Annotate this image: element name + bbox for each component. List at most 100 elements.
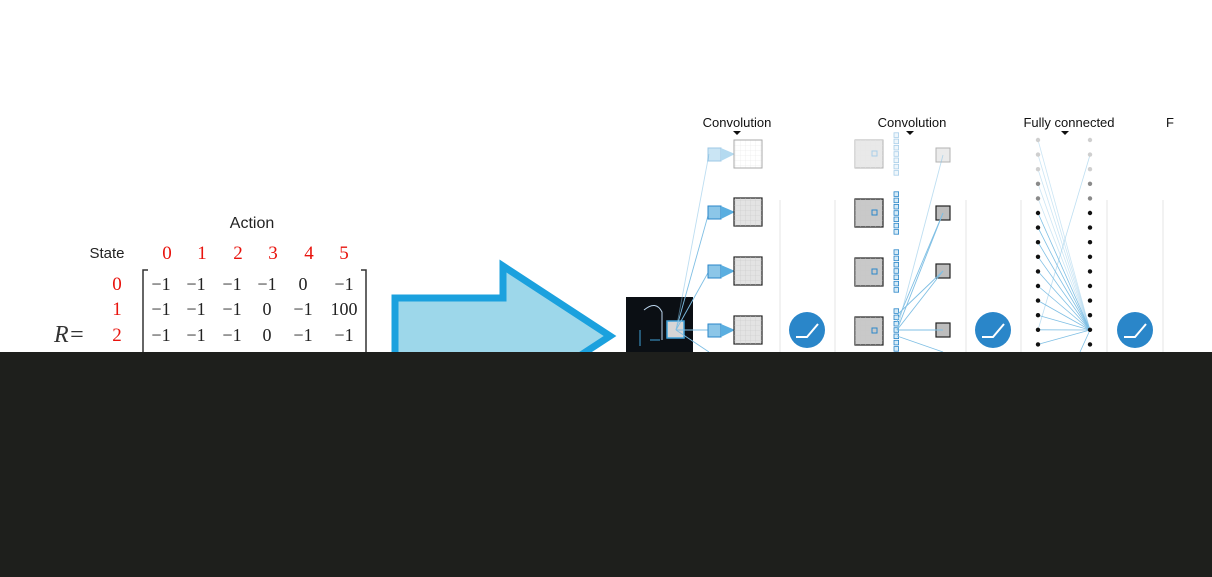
kernel-cell [893, 274, 899, 280]
fc-neuron [1035, 342, 1041, 347]
layer-label-3: Fully connected [1023, 115, 1114, 130]
matrix-cell: −1 [334, 325, 353, 345]
kernel-cell [893, 197, 899, 204]
dark-footer-band [0, 352, 1212, 577]
fc-connection [1037, 227, 1091, 331]
fc-connection [1079, 329, 1091, 353]
matrix-cell: −1 [222, 325, 241, 345]
state-index: 0 [112, 274, 122, 295]
matrix-right-bracket [361, 269, 367, 380]
conv2-lines [896, 154, 944, 353]
fc-neuron [1035, 167, 1041, 172]
fc-connection [1037, 241, 1091, 331]
fc-neuron [1087, 240, 1093, 245]
fc-neuron [1035, 240, 1041, 245]
fc-neuron [1087, 342, 1093, 347]
matrix-cell: −1 [222, 299, 241, 319]
relu-icon [789, 312, 825, 348]
fc-neuron [1087, 269, 1093, 274]
kernel-cell [893, 346, 899, 352]
fc-neuron [1087, 327, 1093, 332]
fc-connection [1037, 139, 1091, 331]
kernel-cell [893, 268, 899, 274]
matrix-cell: −1 [334, 274, 353, 294]
action-index: 3 [268, 243, 278, 264]
fc-neuron [1035, 225, 1041, 230]
matrix-cell: 0 [263, 299, 272, 319]
conv2-kernel-columns [893, 132, 899, 352]
matrix-left-bracket [142, 269, 148, 380]
fc-neuron [1035, 313, 1041, 318]
fc-neuron [1035, 269, 1041, 274]
matrix-cell: −1 [293, 325, 312, 345]
conv1-feature-map-row [707, 315, 763, 345]
kernel-cell [893, 308, 899, 314]
fc-neuron [1087, 210, 1093, 216]
fc-neuron [1087, 283, 1093, 289]
kernel-cell [893, 132, 899, 138]
fc-neuron [1035, 137, 1041, 143]
kernel-cell [893, 151, 899, 157]
matrix-cell: −1 [186, 274, 205, 294]
kernel-cell [893, 229, 899, 235]
fc-neuron [1087, 196, 1093, 201]
action-index: 2 [233, 243, 243, 264]
kernel-cell [893, 170, 899, 176]
action-index: 0 [162, 243, 172, 264]
conv1-feature-map-row [707, 256, 763, 286]
fc-connection [1037, 329, 1091, 345]
matrix-state-header: State [89, 245, 124, 262]
fc-connection [1037, 256, 1091, 331]
conv2-feature-map-row [854, 139, 951, 169]
fc-neuron [1087, 152, 1093, 157]
action-index: 1 [197, 243, 207, 264]
matrix-cell: −1 [151, 274, 170, 294]
matrix-symbol: R= [53, 322, 85, 348]
kernel-cell [893, 249, 899, 255]
conv1-feature-map-row [707, 139, 763, 169]
fc-connection [1037, 198, 1091, 331]
fc-connection [1037, 183, 1091, 331]
fc-neuron [1087, 225, 1093, 230]
fc-neuron [1035, 152, 1041, 157]
kernel-cell [893, 203, 899, 210]
action-index-group: 0 1 2 3 4 5 [162, 243, 349, 264]
action-index: 4 [304, 243, 314, 264]
fc-neuron [1035, 327, 1041, 332]
fc-connection [1037, 169, 1091, 331]
layer-label-1: Convolution [703, 115, 772, 130]
state-index: 2 [112, 325, 122, 346]
action-index: 5 [339, 243, 349, 264]
fc-neuron-columns [1035, 137, 1093, 347]
matrix-cell: −1 [293, 299, 312, 319]
layer-1-pointer-icon [733, 131, 741, 135]
matrix-cell: −1 [151, 325, 170, 345]
fc-neuron [1035, 254, 1041, 259]
kernel-cell [893, 280, 899, 287]
conv2-feature-map-row [854, 316, 951, 346]
layer-label-4: F [1166, 115, 1174, 130]
matrix-cell: −1 [257, 274, 276, 294]
layer-2-pointer-icon [906, 131, 914, 135]
fc-connection [1037, 154, 1091, 331]
fc-neuron [1087, 298, 1093, 303]
matrix-cell: 100 [331, 299, 358, 319]
fc-lines [1037, 139, 1091, 353]
conv2-feature-map-row [854, 257, 951, 287]
fc-connection [1037, 300, 1091, 331]
fc-neuron [1035, 196, 1041, 201]
conv1-feature-map-row [707, 197, 763, 227]
kernel-cell [893, 138, 899, 145]
layer-3-pointer-icon [1061, 131, 1069, 135]
kernel-cell [893, 144, 899, 151]
kernel-cell [893, 255, 899, 262]
conv2-feature-map-row [854, 198, 951, 228]
input-image [626, 297, 693, 357]
kernel-cell [893, 191, 899, 197]
state-index: 1 [112, 299, 122, 320]
fc-neuron [1087, 167, 1093, 172]
matrix-cell: 0 [263, 325, 272, 345]
fc-connection [1037, 285, 1091, 331]
fc-neuron [1087, 254, 1093, 259]
kernel-cell [893, 222, 899, 229]
